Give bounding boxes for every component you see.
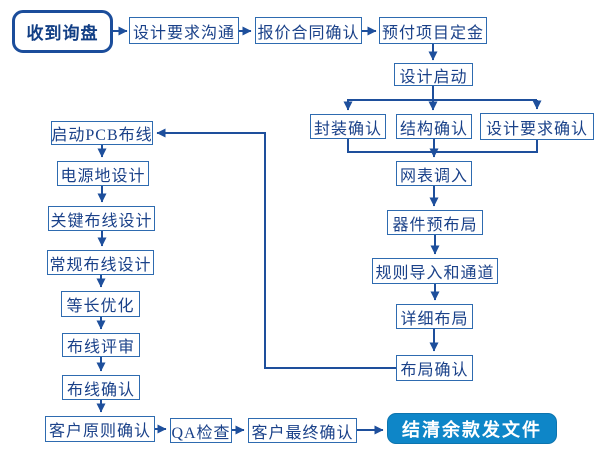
node-project-deposit: 预付项目定金 [379, 17, 487, 44]
node-detailed-placement: 详细布局 [396, 304, 473, 329]
node-package-confirm: 封装确认 [310, 114, 386, 139]
arrow-place-conf-to-pcb-route [156, 128, 396, 369]
node-rules-and-channels: 规则导入和通道 [372, 258, 498, 284]
node-quote-contract-confirm: 报价合同确认 [255, 17, 362, 44]
node-placement-confirm: 布局确认 [396, 355, 473, 381]
connectors [96, 26, 542, 435]
node-routing-confirm: 布线确认 [62, 375, 140, 400]
node-design-req-comm: 设计要求沟通 [129, 17, 239, 44]
node-start: 收到询盘 [12, 10, 113, 53]
node-design-req-confirm: 设计要求确认 [480, 113, 594, 140]
node-general-routing: 常规布线设计 [47, 250, 154, 275]
node-length-matching: 等长优化 [61, 291, 140, 317]
node-start-pcb-routing: 启动PCB布线 [51, 121, 153, 145]
node-customer-final-confirm: 客户最终确认 [248, 418, 357, 443]
node-structure-confirm: 结构确认 [396, 114, 472, 139]
node-design-kickoff: 设计启动 [394, 63, 473, 86]
node-power-ground-design: 电源地设计 [57, 161, 149, 186]
node-netlist-import: 网表调入 [396, 161, 472, 186]
node-customer-principle-confirm: 客户原则确认 [45, 416, 155, 442]
node-routing-review: 布线评审 [62, 333, 140, 357]
node-critical-routing: 关键布线设计 [48, 206, 155, 231]
node-qa-check: QA检查 [170, 418, 232, 443]
node-end-settle-and-release: 结清余款发文件 [387, 413, 557, 444]
node-pre-placement: 器件预布局 [387, 210, 483, 235]
